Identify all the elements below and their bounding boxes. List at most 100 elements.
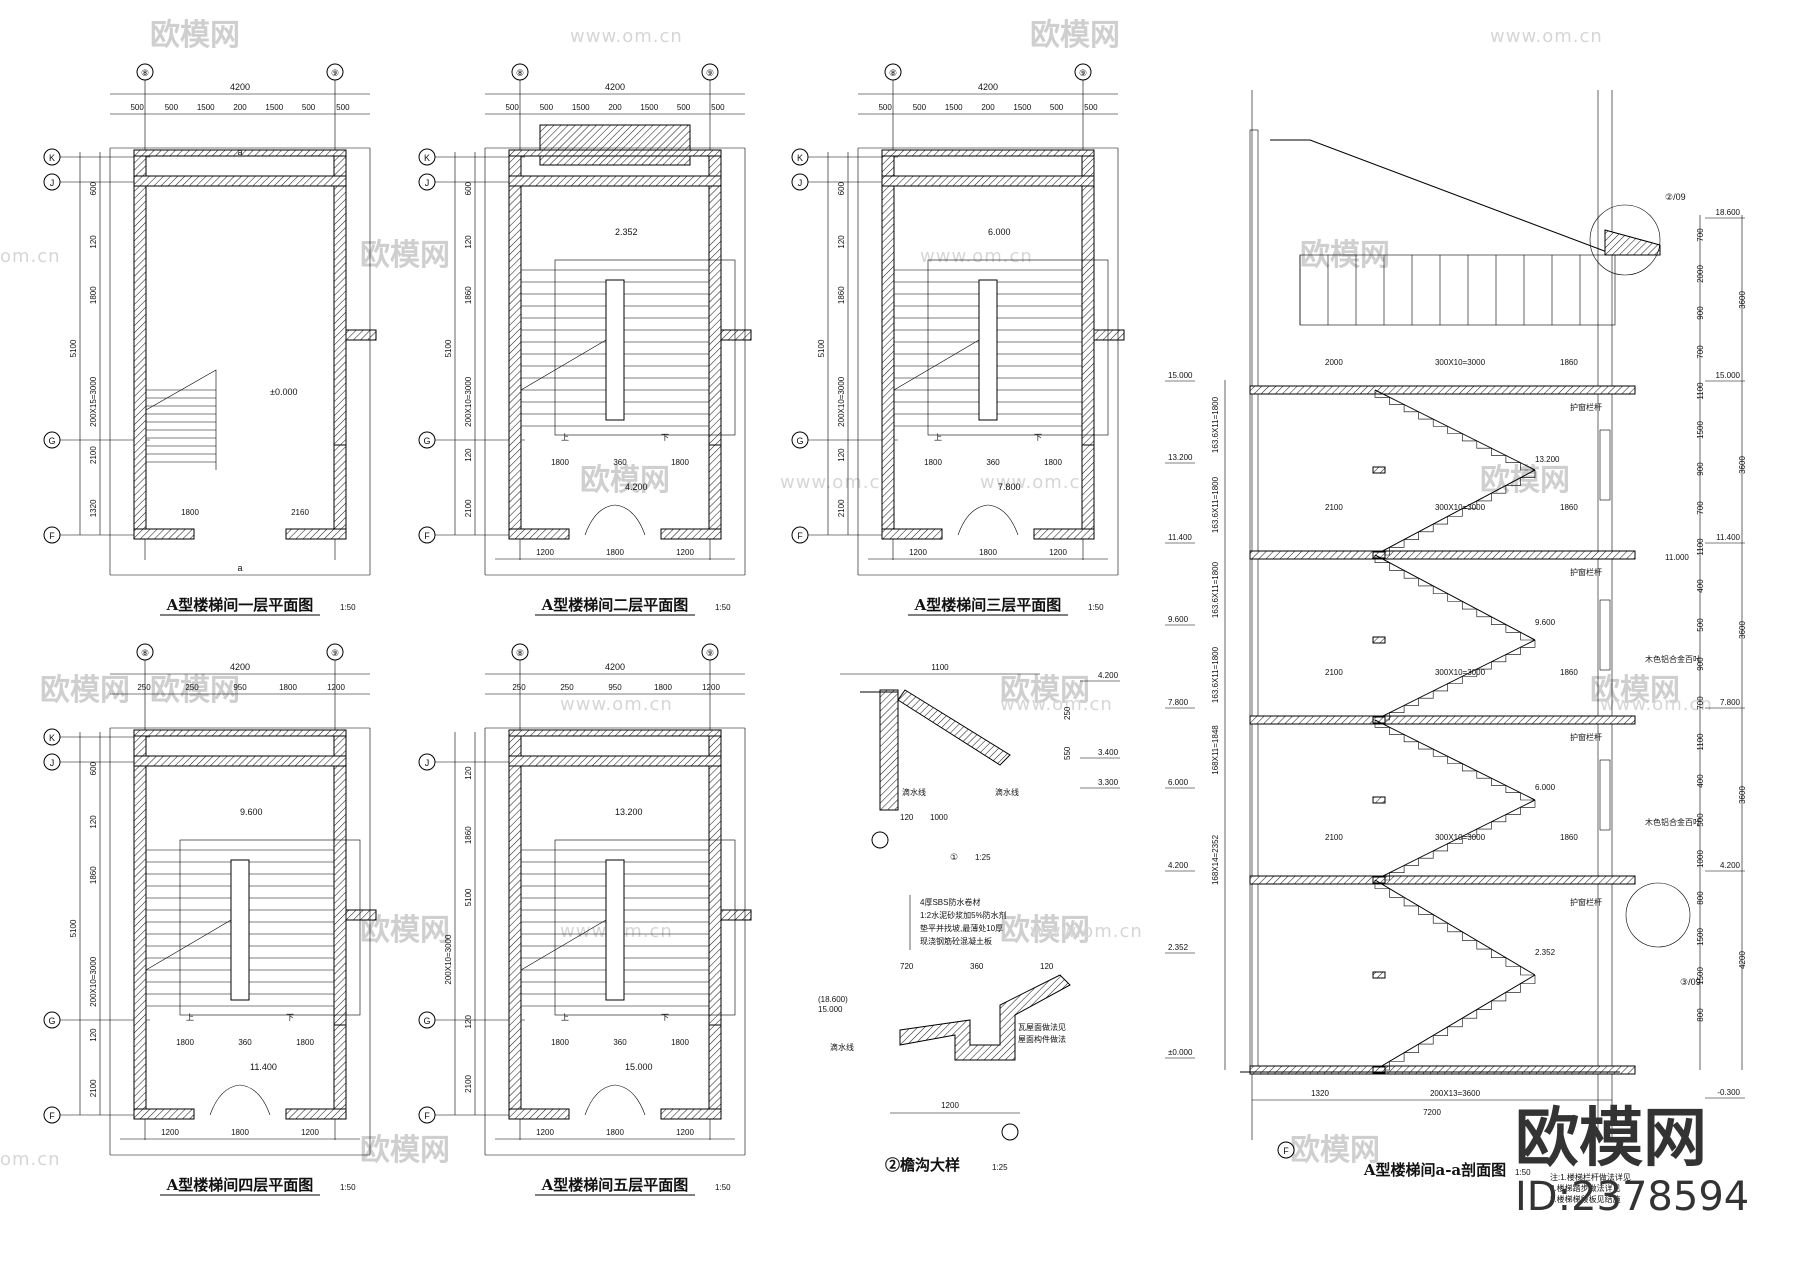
down-label: 下 (1034, 433, 1042, 442)
elevation-bottom: 4.200 (625, 482, 648, 492)
bottom-dim: 1200 (161, 1128, 179, 1137)
top-dim: 1500 (572, 103, 590, 112)
axis-label: ⑨ (1079, 68, 1087, 78)
watermark-logo: 欧模网 (360, 1133, 450, 1168)
detail-note: 垫平并找坡,最薄处10厚 (920, 923, 1003, 933)
top-dim: 500 (540, 103, 554, 112)
top-dim: 950 (608, 683, 622, 692)
right-dim: 1100 (1696, 382, 1705, 400)
axis-label: ⑧ (516, 68, 524, 78)
watermark-logo: 欧模网 (150, 673, 240, 708)
door-arc (614, 1084, 646, 1116)
plan-title: A型楼梯间四层平面图 (166, 1176, 314, 1194)
axis-label: J (425, 758, 430, 768)
bottom-dim: 2160 (291, 508, 309, 517)
wall-left (508, 151, 522, 536)
top-dim: 1500 (640, 103, 658, 112)
plan-scale: 1:50 (340, 603, 356, 612)
stair-outline (179, 839, 361, 1016)
watermark-url: www.om.cn (780, 472, 893, 493)
axis-label: F (49, 1111, 55, 1121)
mid-dim: 360 (238, 1038, 252, 1047)
detail-2-gutter: 4厚SBS防水卷材1:2水泥砂浆加5%防水剂垫平并找坡,最薄处10厚现浇钢筋砼混… (818, 895, 1071, 1174)
landing (1372, 551, 1386, 559)
top-dim-total: 4200 (605, 82, 625, 92)
wall-right-lower (1081, 444, 1095, 536)
right-dim: 500 (1696, 618, 1705, 632)
mid-dim: 1800 (176, 1038, 194, 1047)
landing-dim: 2100 (1325, 503, 1343, 512)
stair-steps (1374, 880, 1535, 976)
axis-label: J (425, 178, 430, 188)
watermark-url: www.om.cn (980, 472, 1093, 493)
callout-label: ②/09 (1665, 192, 1686, 202)
left-dim: 5100 (69, 339, 78, 357)
wall-top (133, 175, 347, 187)
axis-label: F (424, 531, 430, 541)
watermark-url: www.om.cn (570, 26, 683, 47)
detail-label: 屋面构件做法 (1018, 1034, 1066, 1044)
elevation-bottom: 11.400 (250, 1062, 277, 1072)
wall-top (508, 175, 722, 187)
plan-scale: 1:50 (715, 603, 731, 612)
section-title: A型楼梯间a-a剖面图 (1363, 1161, 1506, 1179)
break-line (893, 339, 980, 391)
right-dim: 1000 (1696, 850, 1705, 868)
right-dim: 1100 (1696, 538, 1705, 556)
landing-dim: 1860 (1560, 358, 1578, 367)
stair-flight (1374, 799, 1536, 881)
bottom-dim: 1320 (1311, 1089, 1329, 1098)
detail-label: 滴水线 (902, 787, 926, 797)
axis-label: J (50, 178, 55, 188)
elevation-label: ±0.000 (270, 387, 297, 397)
wall-stub (720, 329, 752, 341)
brand-id: ID:2378594 (1515, 1174, 1749, 1220)
watermark-url: www.om.cn (1030, 921, 1143, 942)
door-arc (209, 1084, 241, 1116)
detail-dim: 1100 (931, 663, 949, 672)
stair-well-fill (230, 859, 250, 1001)
plan-title: A型楼梯间三层平面图 (914, 596, 1062, 614)
detail-dim: 250 (1063, 706, 1072, 720)
window (1599, 429, 1611, 501)
axis-label: K (424, 153, 430, 163)
landing-elevation: 6.000 (1535, 783, 1556, 792)
detail-axis (871, 831, 889, 849)
rail-label: 护窗栏杆 (1570, 567, 1602, 577)
detail-dim: 1000 (930, 813, 948, 822)
flight-dim: 300X10=3000 (1435, 503, 1486, 512)
detail-axis (1001, 1123, 1019, 1141)
mid-dim: 360 (986, 458, 1000, 467)
top-dim: 500 (913, 103, 927, 112)
wall-bottom-left (881, 528, 943, 540)
top-dim: 1800 (279, 683, 297, 692)
axis-label: ⑧ (516, 648, 524, 658)
landing-dim: 2000 (1325, 358, 1343, 367)
right-dim: 800 (1696, 891, 1705, 905)
callout-label: ③/09 (1680, 977, 1701, 987)
detail-elevation: 4.200 (1098, 671, 1119, 680)
section-mark: a (237, 147, 242, 157)
brand-logo-text: 欧模网 (1515, 1102, 1707, 1176)
top-dim-total: 4200 (230, 662, 250, 672)
detail-elevation: (18.600) (818, 995, 848, 1004)
bottom-dim: 1200 (1049, 548, 1067, 557)
right-dim: 700 (1696, 345, 1705, 359)
detail-elevation: 3.300 (1098, 778, 1119, 787)
elevation-right: 4.200 (1720, 861, 1741, 870)
left-dim: 120 (89, 815, 98, 829)
landing-dim: 1860 (1560, 833, 1578, 842)
mid-dim: 1800 (1044, 458, 1062, 467)
flight-dim: 300X10=3000 (1435, 358, 1486, 367)
wall-right-lower (708, 1024, 722, 1116)
plan-title: A型楼梯间五层平面图 (541, 1176, 689, 1194)
elevation-left: 7.800 (1168, 698, 1189, 707)
detail-dim: 120 (1040, 962, 1054, 971)
section-scale: 1:50 (1515, 1168, 1531, 1177)
right-dim: 700 (1696, 228, 1705, 242)
left-dim: 120 (89, 1028, 98, 1042)
landing-dim: 1860 (1560, 503, 1578, 512)
landing-dim: 2100 (1325, 833, 1343, 842)
detail-wall (879, 689, 899, 811)
